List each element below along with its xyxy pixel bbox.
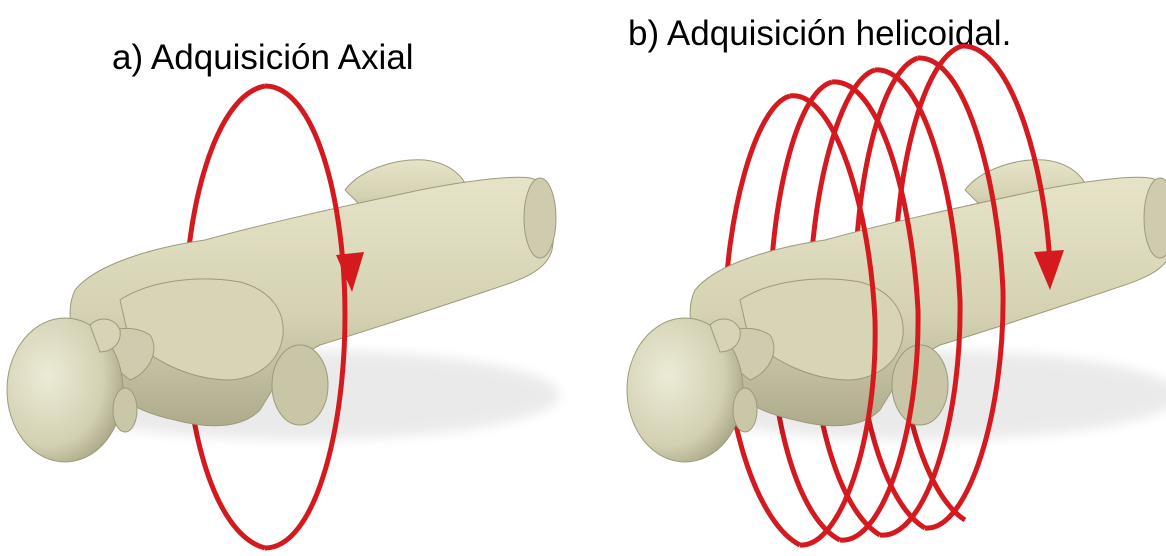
patient-body-a — [7, 160, 560, 462]
patient-body-b — [627, 160, 1166, 462]
panel-a — [7, 86, 560, 548]
panel-b — [627, 46, 1166, 545]
